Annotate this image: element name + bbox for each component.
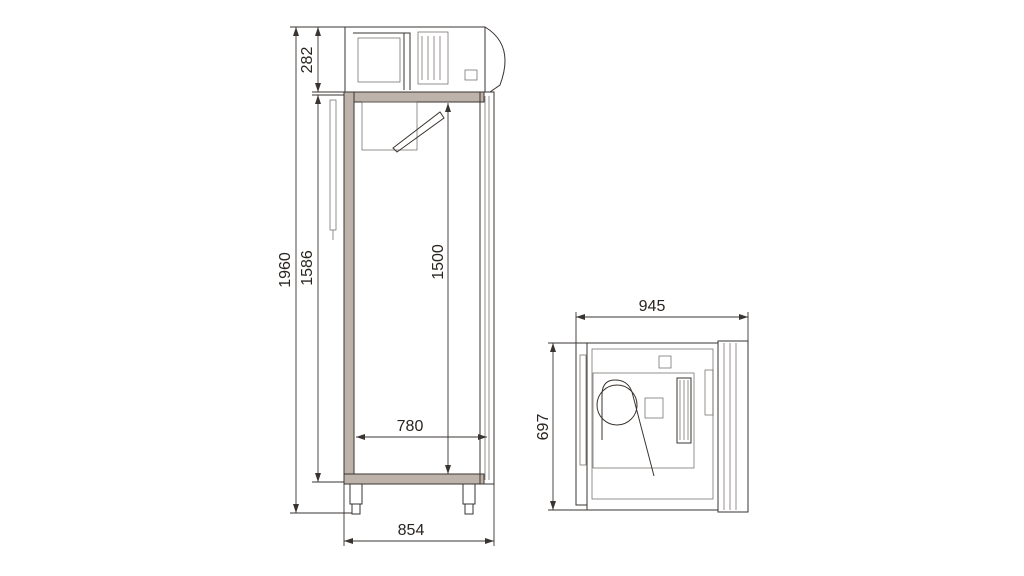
drawing-line [392,111,445,153]
drawing-line [592,372,695,469]
drawing-line [343,473,485,485]
dimension-body-height: 1586 [299,94,344,483]
foot-left-pad [351,503,361,515]
label-1960: 1960 [277,252,294,288]
drawing-line [586,342,719,511]
drawing-line [361,101,418,151]
drawing-line [679,380,689,440]
label-854: 854 [398,522,425,539]
drawing-line [723,343,737,510]
drawing-line [601,379,655,477]
cabinet-body [329,91,495,485]
front-view: 1960 282 1586 1500 780 [277,26,506,546]
drawing-line [421,36,441,80]
top-view: 945 697 [535,298,749,513]
drawing-line [484,26,506,93]
drawing-line [596,384,638,426]
drawing-line [353,32,411,90]
compressor-unit [344,26,506,93]
drawing-line [343,91,485,103]
foot-right [462,483,476,505]
drawing-line [676,377,692,444]
dimension-top-depth: 945 [575,298,749,343]
door-top [717,340,749,513]
drawing-line [575,342,588,506]
foot-left [349,483,363,505]
door [479,91,495,485]
dimension-top-width: 697 [535,342,587,511]
drawing-line [417,31,449,85]
drawing-line [484,96,490,480]
drawing-line [704,369,714,416]
label-282: 282 [299,47,316,74]
drawing-line [357,37,401,83]
drawing-line [579,354,587,466]
label-697: 697 [535,414,552,441]
label-945: 945 [639,298,666,315]
drawing-line [329,99,337,231]
drawing-line [644,397,664,419]
label-1586: 1586 [299,250,316,286]
foot-right-pad [464,503,474,515]
drawing-line [464,69,478,81]
label-780: 780 [397,418,424,435]
dimension-unit-height: 282 [299,27,344,93]
dimension-inner-height: 1500 [430,103,451,474]
drawing-line [343,91,355,485]
drawing-line [658,355,672,369]
label-1500: 1500 [430,244,447,280]
drawing-line [591,348,714,500]
dimension-total-height: 1960 [277,26,352,514]
dimension-front-width: 854 [343,484,495,546]
dimension-inner-width: 780 [356,418,487,440]
